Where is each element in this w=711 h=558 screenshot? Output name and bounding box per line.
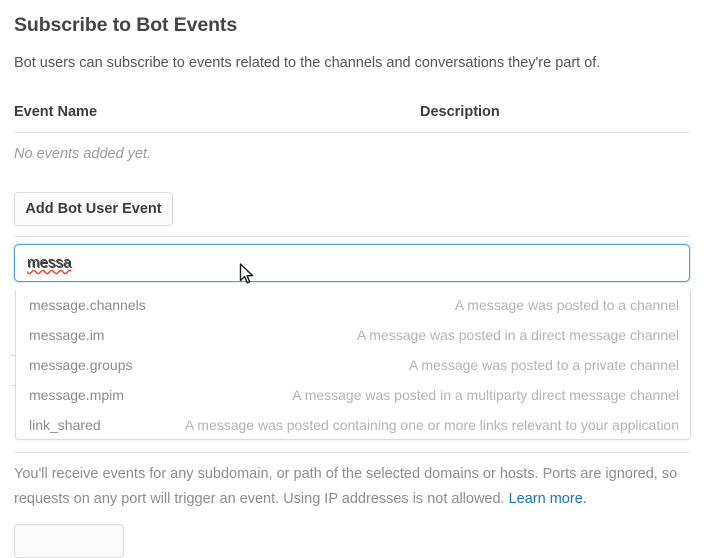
column-header-description: Description (420, 104, 500, 120)
suggestion-event-description: A message was posted in a multiparty dir… (292, 387, 679, 403)
column-header-event-name: Event Name (14, 104, 98, 120)
footnote-text: You'll receive events for any subdomain,… (14, 466, 678, 507)
suggestion-event-name: message.channels (29, 297, 146, 313)
suggestion-event-name: message.mpim (29, 387, 124, 403)
list-item[interactable]: message.im A message was posted in a dir… (16, 320, 690, 350)
suggestion-event-name: message.groups (29, 357, 133, 373)
bot-events-settings-page: Subscribe to Bot Events Bot users can su… (11, 14, 691, 558)
footnote-text-block: You'll receive events for any subdomain,… (14, 462, 686, 512)
learn-more-link[interactable]: Learn more. (508, 491, 587, 507)
list-item[interactable]: message.groups A message was posted to a… (16, 350, 690, 380)
add-bot-user-event-button[interactable]: Add Bot User Event (14, 192, 173, 226)
suggestion-event-name: message.im (29, 327, 105, 343)
list-item[interactable]: message.mpim A message was posted in a m… (16, 380, 690, 410)
list-item[interactable]: message.channels A message was posted to… (16, 290, 690, 320)
list-item[interactable]: link_shared A message was posted contain… (16, 410, 690, 439)
suggestion-event-description: A message was posted to a channel (454, 297, 679, 313)
empty-state-message: No events added yet. (14, 146, 152, 162)
suggestion-event-description: A message was posted containing one or m… (184, 417, 679, 433)
suggestion-event-description: A message was posted in a direct message… (356, 327, 679, 343)
suggestion-event-description: A message was posted to a private channe… (408, 357, 679, 373)
page-title: Subscribe to Bot Events (14, 14, 238, 36)
section-divider-above-search (14, 236, 690, 237)
suggestion-event-name: link_shared (29, 417, 101, 433)
table-header-divider (14, 132, 690, 133)
bottom-partial-button[interactable] (14, 524, 124, 558)
section-divider-below-dropdown (14, 452, 690, 453)
event-search-input[interactable] (14, 244, 690, 282)
list-edge-tick (11, 355, 15, 356)
list-edge-tick (11, 385, 15, 386)
page-description: Bot users can subscribe to events relate… (14, 55, 601, 71)
event-suggestions-dropdown[interactable]: message.channels A message was posted to… (15, 290, 691, 440)
